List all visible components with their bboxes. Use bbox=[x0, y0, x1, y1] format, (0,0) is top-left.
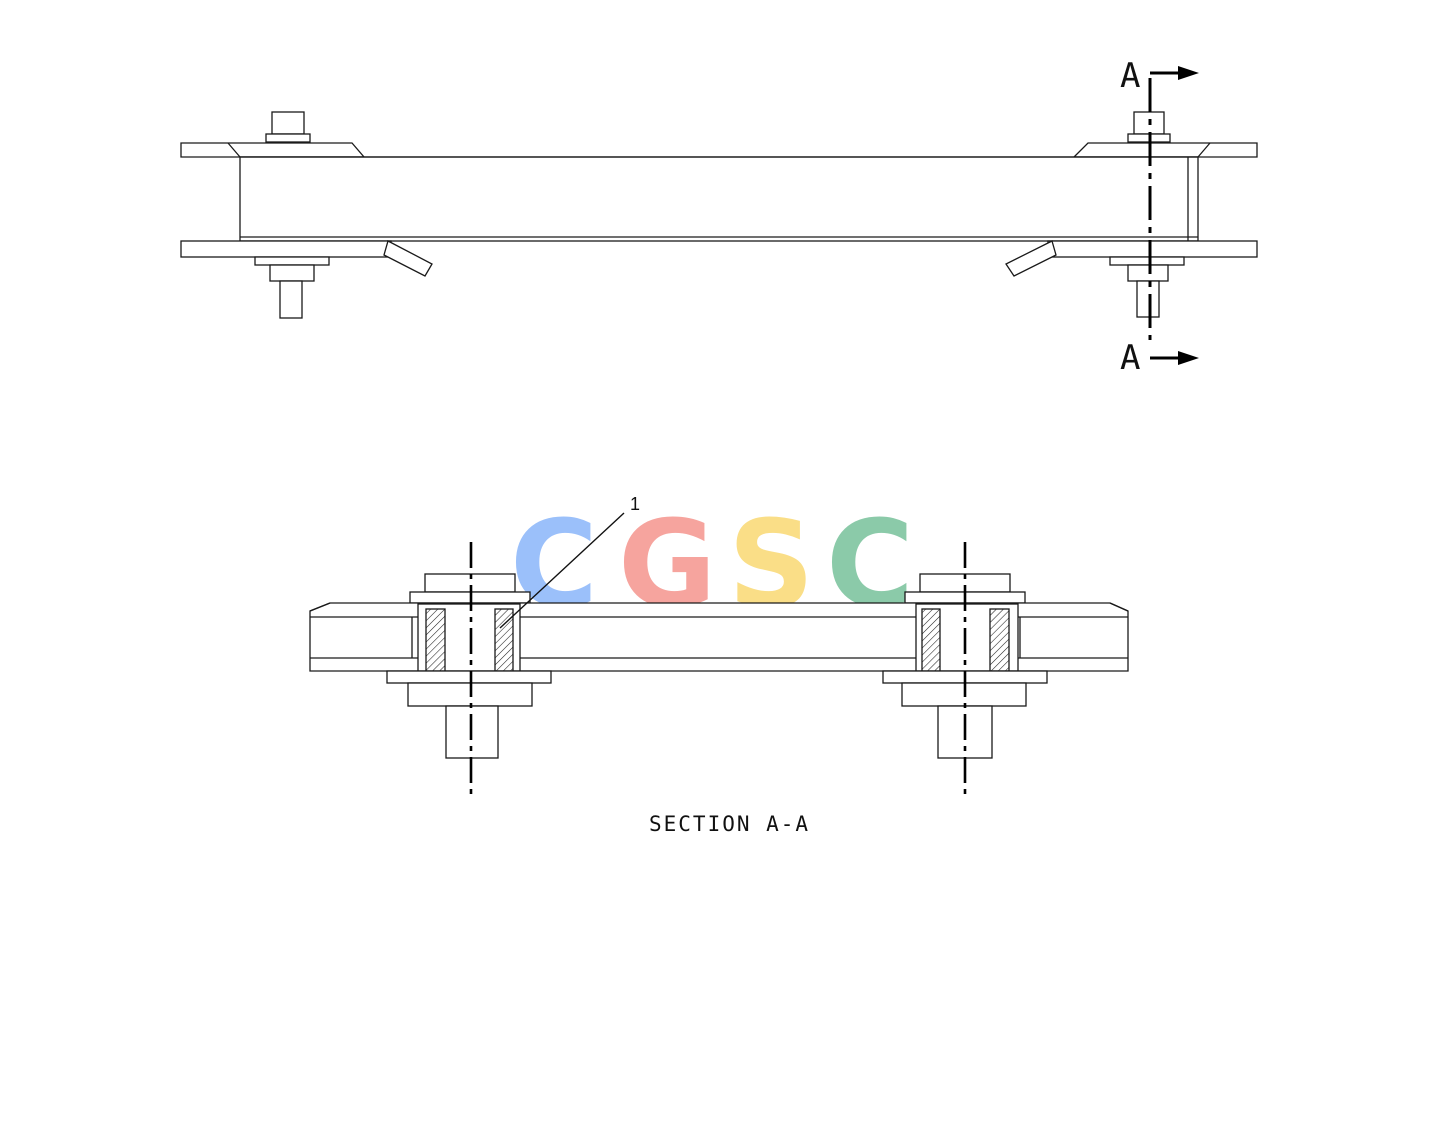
left-top-nut bbox=[265, 133, 311, 143]
top-flange-left bbox=[180, 142, 366, 158]
left-gusset bbox=[383, 240, 433, 277]
section-marker-top: A bbox=[1120, 56, 1140, 96]
section-right-bushing-outer bbox=[921, 608, 941, 672]
section-right-bushing-inner bbox=[989, 608, 1010, 672]
right-bolt-shank bbox=[1136, 280, 1160, 318]
section-arrow-top bbox=[1150, 66, 1199, 80]
elevation-view: A A bbox=[180, 56, 1258, 378]
beam-body bbox=[239, 156, 1199, 242]
section-arrow-bottom bbox=[1150, 351, 1199, 365]
section-left-bottom-washer bbox=[386, 670, 552, 684]
left-bottom-nut bbox=[269, 264, 315, 282]
callout-number: 1 bbox=[630, 494, 640, 514]
bottom-flange-right bbox=[1047, 240, 1258, 258]
section-marker-bottom: A bbox=[1120, 338, 1140, 378]
section-view: 1 SECTION A-A bbox=[309, 494, 1129, 836]
top-flange-right bbox=[1072, 142, 1258, 158]
right-bottom-washer bbox=[1109, 256, 1185, 266]
left-top-bolt-head bbox=[271, 111, 305, 135]
bottom-flange-left bbox=[180, 240, 392, 258]
left-bottom-washer bbox=[254, 256, 330, 266]
right-bottom-nut bbox=[1127, 264, 1169, 282]
left-bolt-shank bbox=[279, 280, 303, 319]
right-gusset bbox=[1005, 240, 1057, 277]
callout-leader-line bbox=[499, 512, 625, 629]
section-title: SECTION A-A bbox=[649, 812, 810, 836]
section-left-bushing-outer bbox=[425, 608, 446, 672]
